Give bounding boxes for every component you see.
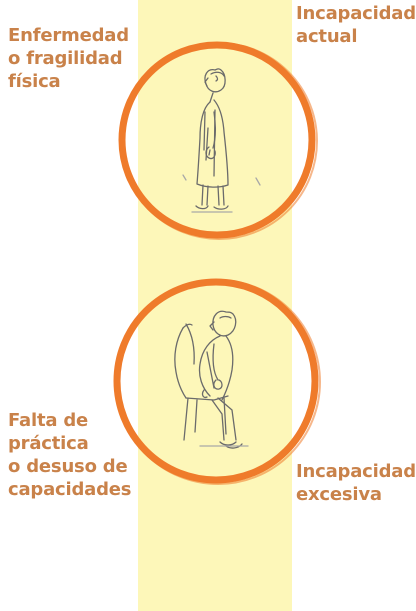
label-excess-disability: Incapacidad excesiva	[296, 461, 416, 505]
standing-elderly-person-icon	[182, 68, 261, 213]
seated-elderly-person-icon	[174, 310, 249, 449]
label-current-disability: Incapacidad actual	[296, 3, 416, 47]
bottom-ring-echo	[115, 279, 321, 485]
bottom-ring	[113, 278, 319, 484]
top-ring	[118, 41, 316, 239]
label-lack-of-practice: Falta de práctica o desuso de capacidade…	[8, 410, 132, 500]
label-illness-frailty: Enfermedad o fragilidad física	[8, 25, 129, 92]
top-ring-echo	[120, 42, 318, 240]
